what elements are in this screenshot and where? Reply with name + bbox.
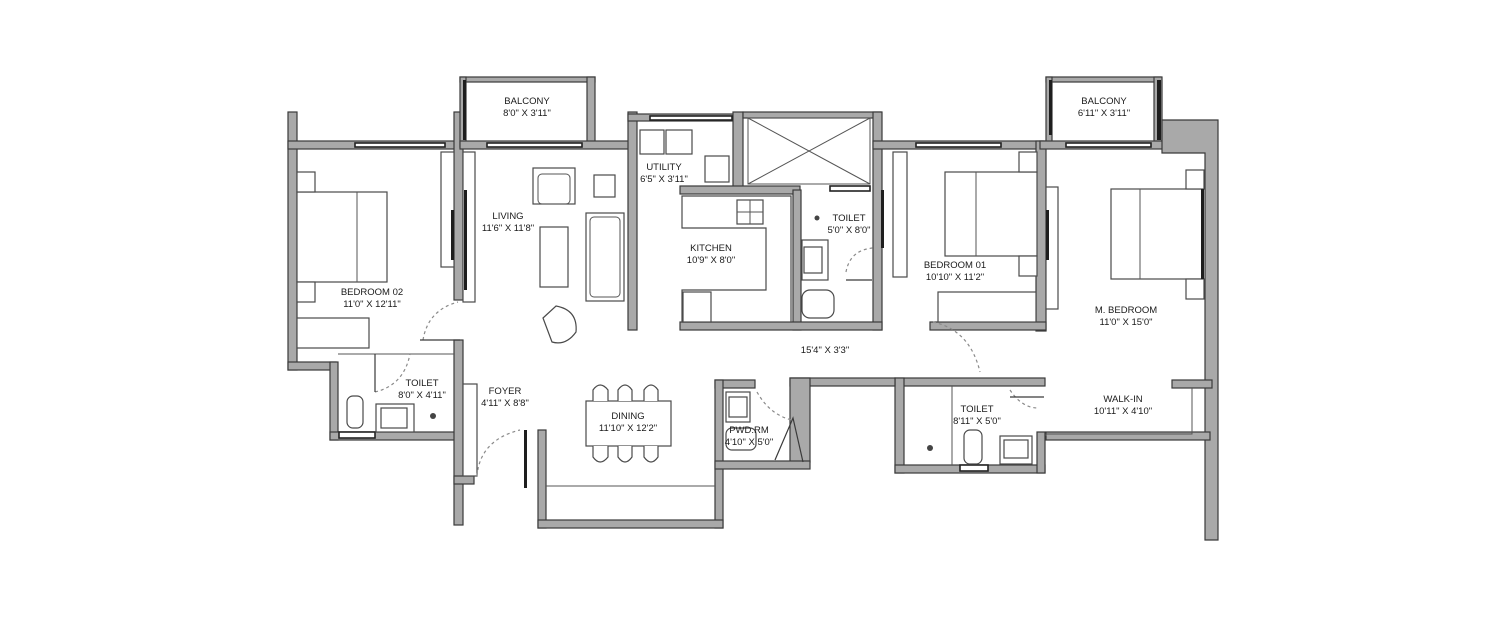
- room-dims: 11'0" X 15'0": [1100, 317, 1153, 328]
- room-label-pwd-rm: PWD.RM4'10" X 5'0": [725, 425, 773, 448]
- room-dims: 8'0" X 4'11": [398, 390, 446, 401]
- room-name: TOILET: [960, 404, 993, 415]
- room-dims: 11'6" X 11'8": [482, 223, 534, 234]
- room-dims: 8'11" X 5'0": [953, 416, 1001, 427]
- room-name: PWD.RM: [729, 425, 769, 436]
- room-dims: 8'0" X 3'11": [503, 108, 551, 119]
- room-dims: 6'11" X 3'11": [1078, 108, 1130, 119]
- room-name: FOYER: [489, 386, 522, 397]
- room-dims: 15'4" X 3'3": [801, 345, 849, 356]
- room-dims: 5'0" X 8'0": [827, 225, 870, 236]
- room-dims: 4'11" X 8'8": [481, 398, 529, 409]
- room-dims: 4'10" X 5'0": [725, 437, 773, 448]
- room-name: TOILET: [832, 213, 865, 224]
- room-dims: 11'0" X 12'11": [343, 299, 401, 310]
- room-name: BALCONY: [1081, 96, 1127, 107]
- room-name: TOILET: [405, 378, 438, 389]
- room-name: KITCHEN: [690, 243, 732, 254]
- door-swings: [374, 247, 1044, 477]
- room-name: UTILITY: [646, 162, 682, 173]
- windows: [338, 80, 1161, 472]
- room-name: LIVING: [492, 211, 523, 222]
- room-label-passage: 15'4" X 3'3": [801, 345, 849, 356]
- room-dims: 11'10" X 12'2": [599, 423, 657, 434]
- room-name: DINING: [611, 411, 644, 422]
- shaft: [747, 117, 871, 185]
- room-name: M. BEDROOM: [1095, 305, 1157, 316]
- room-name: BEDROOM 01: [924, 260, 986, 271]
- furniture: [296, 129, 1205, 488]
- room-name: BEDROOM 02: [341, 287, 403, 298]
- room-dims: 6'5" X 3'11": [640, 174, 688, 185]
- room-dims: 10'9" X 8'0": [687, 255, 735, 266]
- room-dims: 10'10" X 11'2": [926, 272, 984, 283]
- room-name: WALK-IN: [1103, 394, 1142, 405]
- room-name: BALCONY: [504, 96, 550, 107]
- room-dims: 10'11" X 4'10": [1094, 406, 1152, 417]
